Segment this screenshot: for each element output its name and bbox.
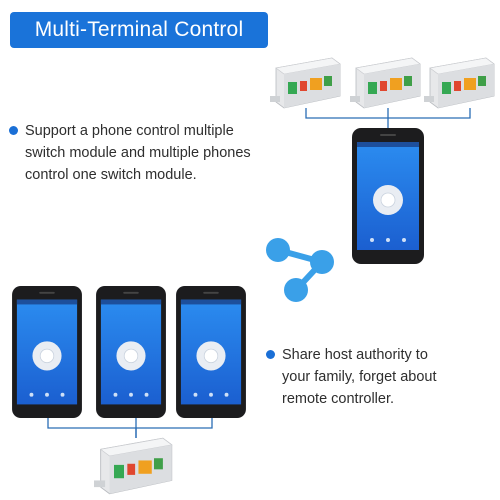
feature-line: Share host authority to bbox=[282, 347, 428, 363]
phone-body bbox=[176, 286, 246, 418]
feature-text-multi-control: Support a phone control multiple switch … bbox=[25, 120, 251, 186]
feature-line: switch module and multiple phones bbox=[25, 145, 251, 161]
smartphone bbox=[176, 286, 246, 418]
feature-line: your family, forget about bbox=[282, 369, 437, 385]
phone-body bbox=[352, 128, 424, 264]
phone-body bbox=[96, 286, 166, 418]
feature-text-share-authority: Share host authority to your family, for… bbox=[282, 344, 436, 410]
switch-module bbox=[424, 57, 495, 109]
bullet-marker bbox=[9, 126, 18, 135]
phone-body bbox=[12, 286, 82, 418]
page-title: Multi-Terminal Control bbox=[10, 12, 268, 48]
smartphone bbox=[352, 128, 424, 264]
feature-line: Support a phone control multiple bbox=[25, 123, 234, 139]
switch-module bbox=[270, 57, 341, 109]
bullet-marker bbox=[266, 350, 275, 359]
smartphone bbox=[96, 286, 166, 418]
feature-line: remote controller. bbox=[282, 391, 395, 407]
switch-module bbox=[94, 437, 173, 495]
smartphone bbox=[12, 286, 82, 418]
switch-module bbox=[350, 57, 421, 109]
feature-line: control one switch module. bbox=[25, 167, 197, 183]
